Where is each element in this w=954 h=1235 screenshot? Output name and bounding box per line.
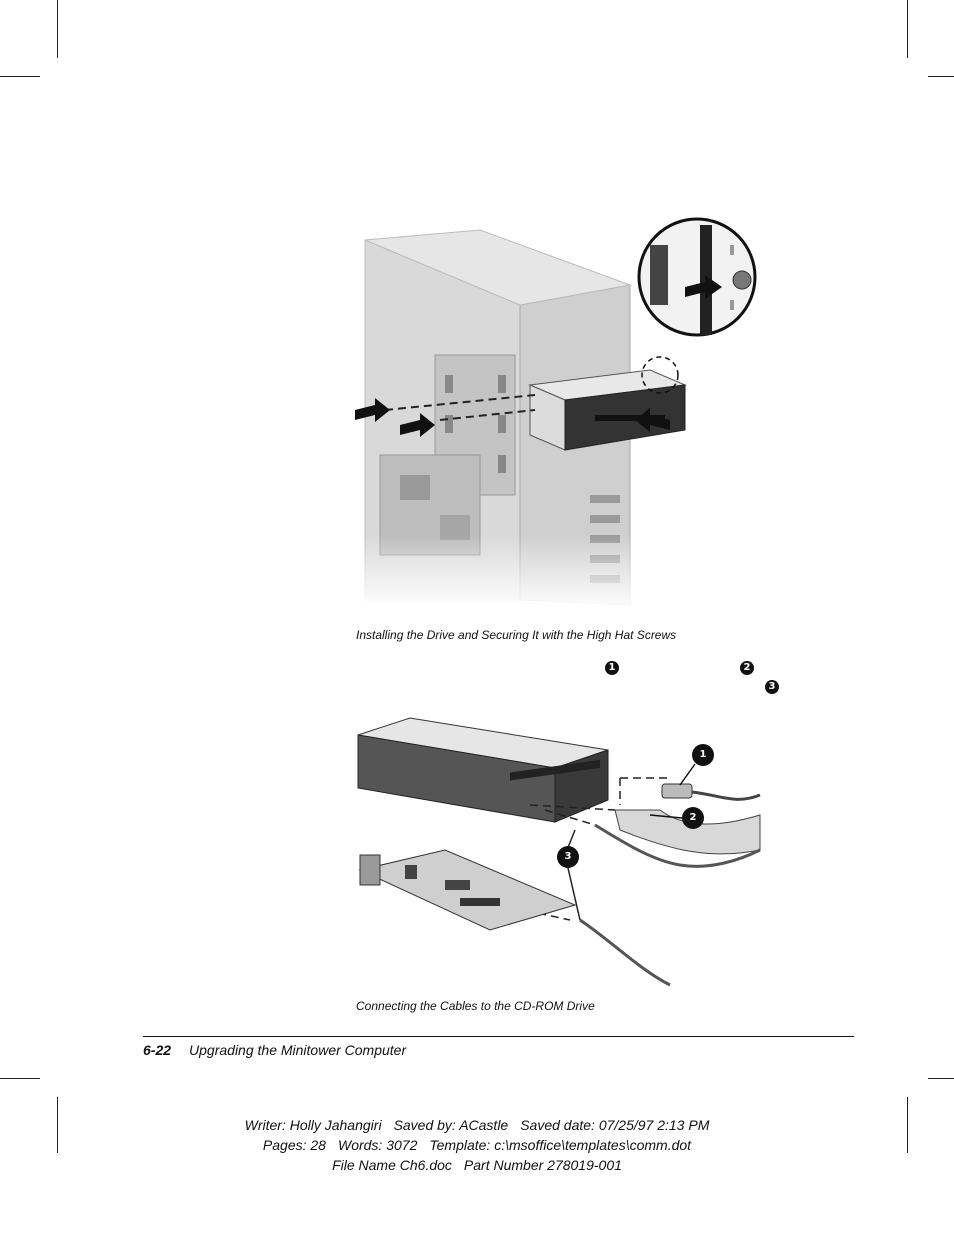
crop-mark-top-left-vertical [57, 0, 58, 58]
callout-1: 1 [605, 661, 619, 675]
figure-2-label-3: 3 [564, 851, 572, 862]
meta-saved-by: Saved by: ACastle [393, 1117, 509, 1133]
chapter-title: Upgrading the Minitower Computer [189, 1042, 407, 1058]
page-number: 6-22 [143, 1042, 172, 1058]
meta-file-name: File Name Ch6.doc [332, 1157, 452, 1173]
meta-line-2: Pages: 28 Words: 3072 Template: c:\msoffic… [0, 1135, 954, 1155]
drive-installation-illustration [350, 217, 770, 610]
meta-pages: Pages: 28 [262, 1137, 326, 1153]
callout-2: 2 [740, 661, 754, 675]
crop-mark-bottom-left-horizontal [0, 1078, 40, 1079]
meta-template: Template: c:\msoffice\templates\comm.dot [429, 1137, 692, 1153]
figure-2-label-1: 1 [699, 749, 707, 760]
meta-writer: Writer: Holly Jahangiri [244, 1117, 382, 1133]
crop-mark-bottom-right-horizontal [928, 1078, 954, 1079]
meta-line-1: Writer: Holly Jahangiri Saved by: ACastle… [0, 1115, 954, 1135]
crop-mark-bottom-left-vertical [57, 1097, 58, 1153]
cable-connection-illustration [357, 717, 761, 987]
meta-part-number: Part Number 278019-001 [463, 1157, 622, 1173]
page-footer: 6-22 Upgrading the Minitower Computer [143, 1042, 406, 1058]
figure-2-label-2: 2 [689, 812, 697, 823]
figure-2-caption: Connecting the Cables to the CD-ROM Driv… [356, 999, 595, 1013]
meta-words: Words: 3072 [337, 1137, 418, 1153]
meta-saved-date: Saved date: 07/25/97 2:13 PM [520, 1117, 710, 1133]
crop-mark-top-left-horizontal [0, 76, 40, 77]
callout-3: 3 [765, 680, 779, 694]
crop-mark-top-right-vertical [907, 0, 908, 58]
crop-mark-bottom-right-vertical [907, 1097, 908, 1153]
figure-1-caption: Installing the Drive and Securing It wit… [356, 628, 677, 642]
footer-rule [143, 1036, 854, 1037]
crop-mark-top-right-horizontal [928, 76, 954, 77]
meta-line-3: File Name Ch6.doc Part Number 278019-001 [0, 1155, 954, 1175]
